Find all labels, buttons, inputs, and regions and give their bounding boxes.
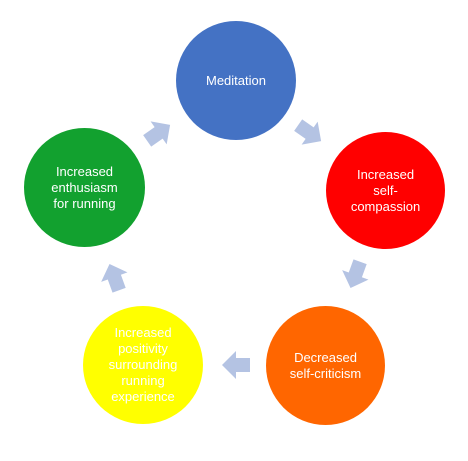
node-self-criticism-label: Decreased self-criticism [289, 349, 362, 381]
node-self-criticism: Decreased self-criticism [266, 306, 385, 425]
node-meditation-label: Meditation [206, 72, 266, 88]
arrow-self-criticism-to-positivity [222, 351, 250, 379]
arrow-meditation-to-self-compassion [294, 119, 322, 145]
arrow-positivity-to-enthusiasm [101, 263, 128, 293]
node-positivity-label: Increased positivity surrounding running… [108, 325, 178, 404]
arrow-enthusiasm-to-meditation [143, 121, 171, 147]
node-enthusiasm-label: Increased enthusiasm for running [51, 163, 118, 211]
node-positivity: Increased positivity surrounding running… [83, 306, 203, 424]
node-meditation: Meditation [176, 21, 296, 140]
node-self-compassion-label: Increased self- compassion [350, 166, 421, 214]
arrow-self-compassion-to-self-criticism [342, 259, 369, 289]
node-enthusiasm: Increased enthusiasm for running [24, 128, 145, 247]
node-self-compassion: Increased self- compassion [326, 132, 445, 249]
